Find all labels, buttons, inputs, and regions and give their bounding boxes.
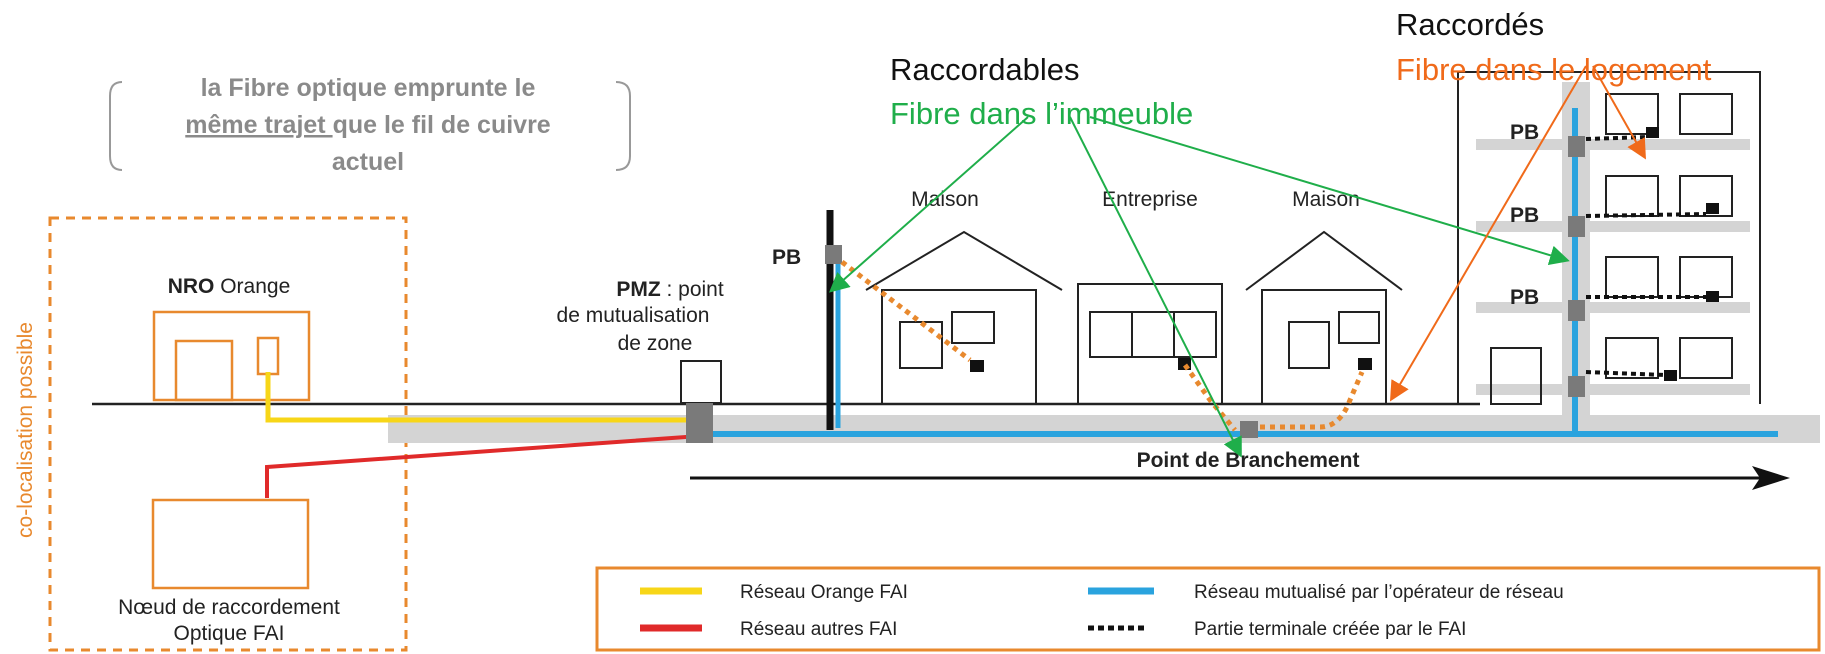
callout-line2: même trajet que le fil de cuivre [185,111,551,139]
branchement-node [1240,421,1258,438]
pmz-bold: PMZ [616,278,661,301]
callout-underlined: même trajet [185,111,332,139]
apartment-pb-label-2: PB [1510,204,1539,227]
apartment-terminals [1585,135,1707,377]
pmz-node [686,403,713,443]
house-1-outlet [970,360,984,372]
entreprise-label: Entreprise [1102,188,1198,211]
callout-left-brace [109,81,123,171]
raccordables-subtitle: Fibre dans l’immeuble [890,96,1193,131]
house-2-label: Maison [1292,188,1360,211]
callout-line3: actuel [332,148,404,176]
raccordes-title: Raccordés [1396,7,1544,42]
house-1-terminal [840,260,972,362]
branchement-label: Point de Branchement [1137,449,1360,472]
noeud-box [151,498,310,590]
pmz-cabinet [680,360,722,404]
noeud-line2: Optique FAI [174,622,285,645]
nro-label-bold: NRO [168,275,215,298]
colocation-box [48,216,408,652]
floor-bands [1476,139,1750,395]
apartment-building [1457,71,1761,405]
callout-line1: la Fibre optique emprunte le [201,74,536,102]
nro-label-rest: Orange [214,275,290,298]
pmz-line1: PMZ : point [616,278,724,301]
pmz-line3: de zone [618,332,693,355]
house-2-terminal [1250,371,1365,430]
callout: la Fibre optique emprunte le même trajet… [109,74,631,176]
legend-mutualise: Réseau mutualisé par l’opérateur de rése… [1194,582,1564,603]
nro-building [152,310,311,402]
apartment-outlets [1646,127,1719,381]
house-1 [865,230,1063,405]
autres-fai-cable [265,434,701,498]
pmz-line2: de mutualisation [557,304,710,327]
nro-label: NRO Orange [168,275,291,298]
raccordes-subtitle: Fibre dans le logement [1396,52,1712,87]
callout-line2-rest: que le fil de cuivre [333,111,551,139]
orange-fai-cable [265,372,700,423]
raccordes-arrows [1389,65,1646,402]
callout-right-brace [615,81,631,171]
colocation-label: co-localisation possible [14,322,37,538]
house-2-outlet [1358,358,1372,370]
house-2 [1245,230,1403,405]
entreprise-building [1077,283,1223,405]
apartment-pb-label-1: PB [1510,121,1539,144]
pmz-rest: : point [661,278,724,301]
legend-box [595,566,1821,652]
apartment-pb-nodes [1568,136,1585,397]
legend: Réseau Orange FAI Réseau autres FAI Rése… [595,566,1821,652]
entreprise-terminal [1182,363,1237,432]
raccordables-title: Raccordables [890,52,1080,87]
apartment-pb-label-3: PB [1510,286,1539,309]
legend-autres-fai: Réseau autres FAI [740,619,897,640]
legend-orange-fai: Réseau Orange FAI [740,582,908,603]
noeud-line1: Nœud de raccordement [118,596,340,619]
legend-terminale: Partie terminale créée par le FAI [1194,619,1466,640]
branchement-arrow-head [1752,466,1790,490]
pb-pole-label: PB [772,246,801,269]
pb-pole-node [825,245,842,264]
